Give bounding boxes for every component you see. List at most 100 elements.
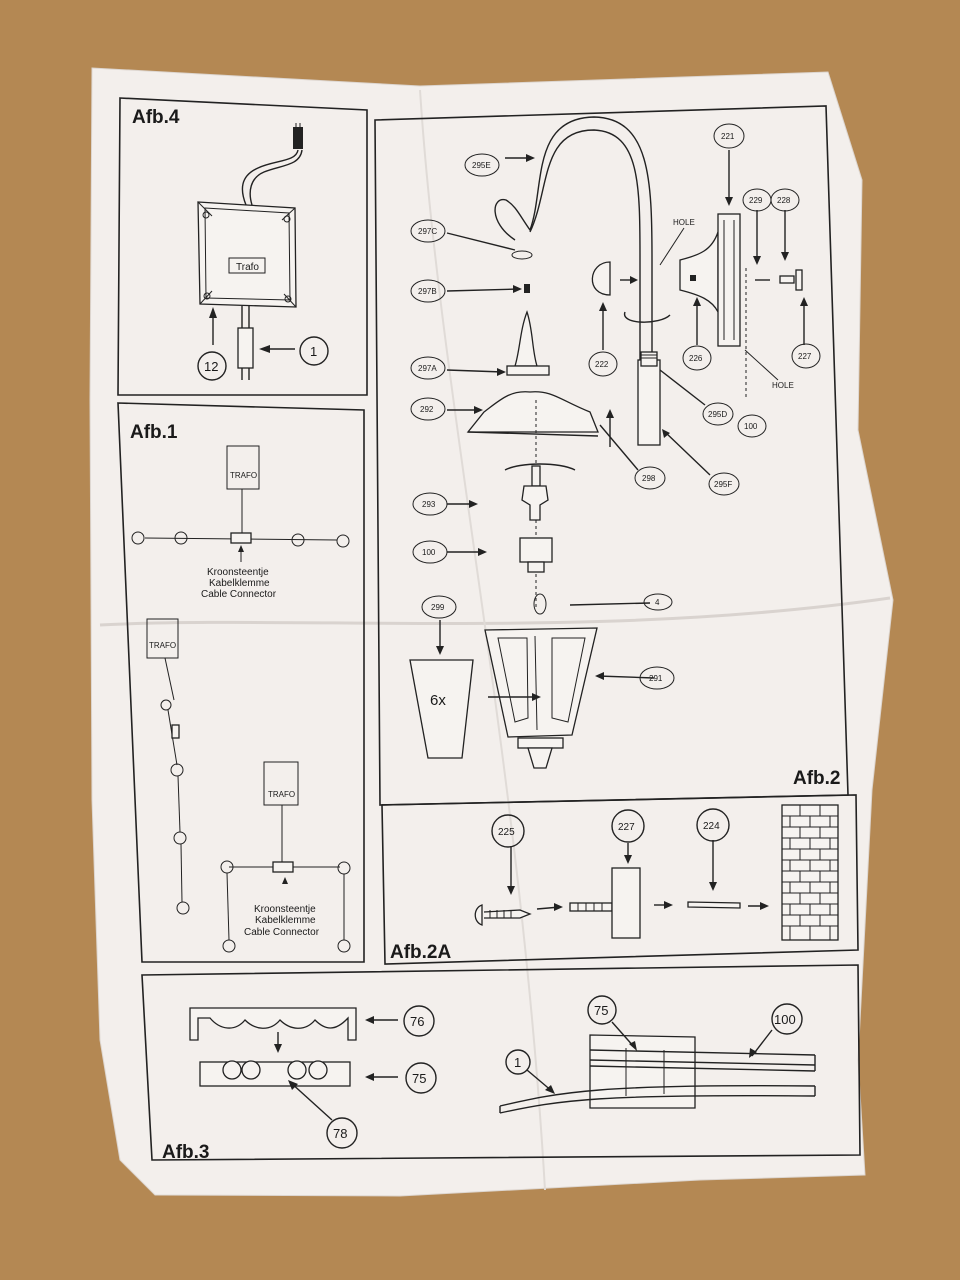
callout-291: 291 xyxy=(639,666,675,690)
nut-297B xyxy=(524,284,530,293)
svg-text:Kroonsteentje: Kroonsteentje xyxy=(254,904,316,915)
figure-afb3: Afb.3 76 75 78 75 xyxy=(141,964,861,1163)
svg-text:297B: 297B xyxy=(418,287,437,296)
callout-1 xyxy=(299,336,329,366)
svg-text:221: 221 xyxy=(721,132,735,141)
svg-text:299: 299 xyxy=(431,603,445,612)
svg-text:78: 78 xyxy=(333,1126,347,1141)
callout-76: 76 xyxy=(403,1005,435,1037)
wall-plate-221 xyxy=(717,213,741,347)
svg-text:227: 227 xyxy=(618,822,635,833)
figure-afb2: Afb.2 xyxy=(374,105,849,806)
six-x-label: 6x xyxy=(430,692,446,709)
callout-75-right: 75 xyxy=(587,995,617,1025)
svg-text:228: 228 xyxy=(777,196,791,205)
cable-connector xyxy=(237,327,254,369)
nut-297C xyxy=(511,250,533,260)
callout-299: 299 xyxy=(421,595,457,619)
curved-arm xyxy=(494,116,653,400)
socket-100 xyxy=(519,537,553,563)
svg-text:1: 1 xyxy=(310,344,317,359)
callout-228: 228 xyxy=(770,188,800,212)
svg-text:75: 75 xyxy=(412,1071,426,1086)
plug xyxy=(293,127,303,149)
callout-224: 224 xyxy=(696,808,730,842)
figure-afb4: Afb.4 Trafo 12 1 xyxy=(117,97,368,396)
figure-afb1: Afb.1 TRAFO Kroonsteentje Kabelklemme Ca… xyxy=(117,402,365,963)
trafo-box xyxy=(197,201,297,308)
tube-295F xyxy=(637,359,661,446)
nut-227 xyxy=(795,269,803,291)
callout-78: 78 xyxy=(326,1117,358,1149)
rotate-arrow-293 xyxy=(504,463,576,471)
callout-226: 226 xyxy=(682,345,712,371)
callout-297B: 297B xyxy=(410,279,446,303)
callout-100-cable: 100 xyxy=(771,1003,803,1035)
afb1-frame xyxy=(117,402,365,963)
callout-227: 227 xyxy=(791,343,821,369)
afb1-connector-top xyxy=(230,532,252,544)
svg-text:224: 224 xyxy=(703,821,720,832)
wall-plug-224 xyxy=(687,901,741,909)
svg-text:229: 229 xyxy=(749,196,763,205)
svg-text:Cable Connector: Cable Connector xyxy=(201,589,277,600)
svg-text:TRAFO: TRAFO xyxy=(149,641,176,650)
brick-wall xyxy=(781,804,839,941)
led xyxy=(222,1060,242,1080)
block-227 xyxy=(611,867,641,939)
callout-292: 292 xyxy=(410,397,446,421)
cover-76 xyxy=(189,1007,357,1041)
paper-fold-vertical xyxy=(419,89,546,1191)
svg-text:76: 76 xyxy=(410,1014,424,1029)
afb2-title: Afb.2 xyxy=(793,768,841,789)
afb3-frame xyxy=(141,964,861,1161)
svg-text:297A: 297A xyxy=(418,364,437,373)
svg-text:TRAFO: TRAFO xyxy=(230,471,257,480)
svg-text:297C: 297C xyxy=(418,227,437,236)
callout-297C: 297C xyxy=(410,219,446,243)
trafo-label: Trafo xyxy=(236,262,259,273)
callout-297A: 297A xyxy=(410,356,446,380)
callout-295E: 295E xyxy=(464,153,500,177)
svg-text:TRAFO: TRAFO xyxy=(268,790,295,799)
svg-text:291: 291 xyxy=(649,674,663,683)
svg-text:12: 12 xyxy=(204,359,218,374)
svg-text:4: 4 xyxy=(655,598,660,607)
callout-298: 298 xyxy=(634,466,666,490)
callout-222: 222 xyxy=(588,351,618,377)
callout-1-cable: 1 xyxy=(505,1049,531,1075)
svg-text:222: 222 xyxy=(595,360,609,369)
svg-text:HOLE: HOLE xyxy=(772,381,794,390)
svg-text:295D: 295D xyxy=(708,410,727,419)
callout-295D: 295D xyxy=(702,402,734,426)
glass-panel-299 xyxy=(409,659,474,759)
callout-100-left: 100 xyxy=(412,540,448,564)
svg-text:298: 298 xyxy=(642,474,656,483)
afb1-trafo-bottom xyxy=(263,761,299,806)
cable-assembly xyxy=(499,1034,816,1114)
afb2a-title: Afb.2A xyxy=(390,942,452,963)
svg-text:Kabelklemme: Kabelklemme xyxy=(255,915,316,926)
svg-text:1: 1 xyxy=(514,1055,521,1070)
callout-293: 293 xyxy=(412,492,448,516)
afb2a-frame xyxy=(381,794,859,965)
callout-4: 4 xyxy=(643,593,673,611)
svg-text:295E: 295E xyxy=(472,161,491,170)
callout-75-left: 75 xyxy=(405,1062,437,1094)
svg-text:292: 292 xyxy=(420,405,434,414)
cap-222 xyxy=(591,261,611,296)
paper-fold-horizontal xyxy=(99,596,891,627)
svg-text:HOLE: HOLE xyxy=(673,218,695,227)
callout-225: 225 xyxy=(491,814,525,848)
svg-text:295F: 295F xyxy=(714,480,732,489)
callout-227-wall: 227 xyxy=(611,809,645,843)
bolt-228 xyxy=(779,275,795,284)
svg-text:226: 226 xyxy=(689,354,703,363)
callout-221: 221 xyxy=(713,123,745,149)
callout-100-right: 100 xyxy=(737,414,767,438)
afb1-connector-bottom xyxy=(272,861,294,873)
lamp-cap-292 xyxy=(466,391,599,433)
callout-295F: 295F xyxy=(708,472,740,496)
